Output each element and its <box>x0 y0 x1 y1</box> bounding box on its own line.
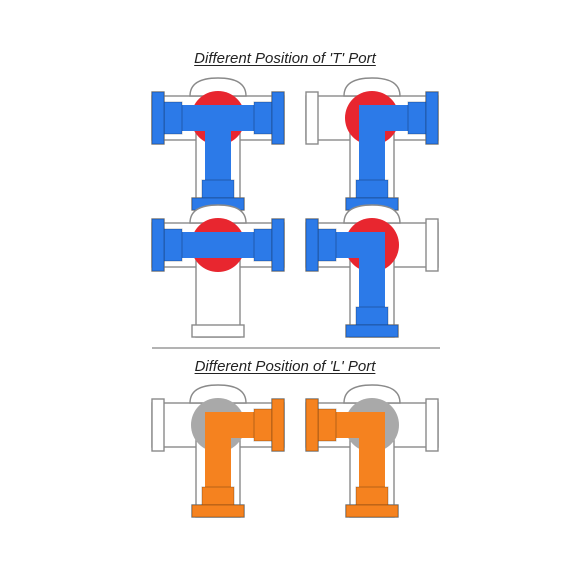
flow-stub-right <box>253 101 273 135</box>
l-port-title-text: Different Position of 'L' Port <box>194 358 376 375</box>
t-port-title: Different Position of 'T' Port <box>0 50 570 67</box>
flow-stub-left <box>163 228 183 262</box>
flow-stub-bottom <box>355 179 389 199</box>
flow-stub-bottom <box>201 486 235 506</box>
valve-2 <box>305 77 439 211</box>
flow-flange-left <box>305 218 319 272</box>
valve-flow-path <box>191 398 285 518</box>
valve-flange-left <box>151 398 165 452</box>
flow-flange-right <box>425 91 439 145</box>
flow-stub-left <box>163 101 183 135</box>
l-port-title: Different Position of 'L' Port <box>0 358 570 375</box>
flow-flange-left <box>151 218 165 272</box>
valve-bonnet <box>189 384 247 404</box>
valve-bonnet <box>189 77 247 97</box>
flow-flange-bottom <box>191 504 245 518</box>
valve-flange-right <box>425 398 439 452</box>
valve-flow-path <box>305 218 399 338</box>
flow-stub-left <box>317 408 337 442</box>
valve-flow-path <box>305 398 399 518</box>
flow-stub-right <box>253 408 273 442</box>
valve-bonnet <box>343 384 401 404</box>
valve-flange-right <box>425 218 439 272</box>
t-port-title-text: Different Position of 'T' Port <box>194 50 376 67</box>
valve-3 <box>151 204 285 338</box>
valve-5 <box>151 384 285 518</box>
flow-stub-left <box>317 228 337 262</box>
flow-stub-bottom <box>201 179 235 199</box>
valve-1 <box>151 77 285 211</box>
flow-flange-left <box>151 91 165 145</box>
valve-bonnet <box>189 204 247 224</box>
valve-flow-path <box>151 218 285 272</box>
valve-flange-bottom <box>191 324 245 338</box>
flow-stub-bottom <box>355 486 389 506</box>
flow-flange-left <box>305 398 319 452</box>
flow-flange-bottom <box>345 504 399 518</box>
valve-flange-left <box>305 91 319 145</box>
flow-stub-right <box>253 228 273 262</box>
flow-flange-right <box>271 218 285 272</box>
flow-stub-right <box>407 101 427 135</box>
flow-stub-bottom <box>355 306 389 326</box>
flow-flange-right <box>271 91 285 145</box>
flow-flange-right <box>271 398 285 452</box>
valve-bonnet <box>343 204 401 224</box>
flow-flange-bottom <box>345 324 399 338</box>
valve-6 <box>305 384 439 518</box>
valve-flow-path <box>151 91 285 211</box>
valve-4 <box>305 204 439 338</box>
valve-bonnet <box>343 77 401 97</box>
